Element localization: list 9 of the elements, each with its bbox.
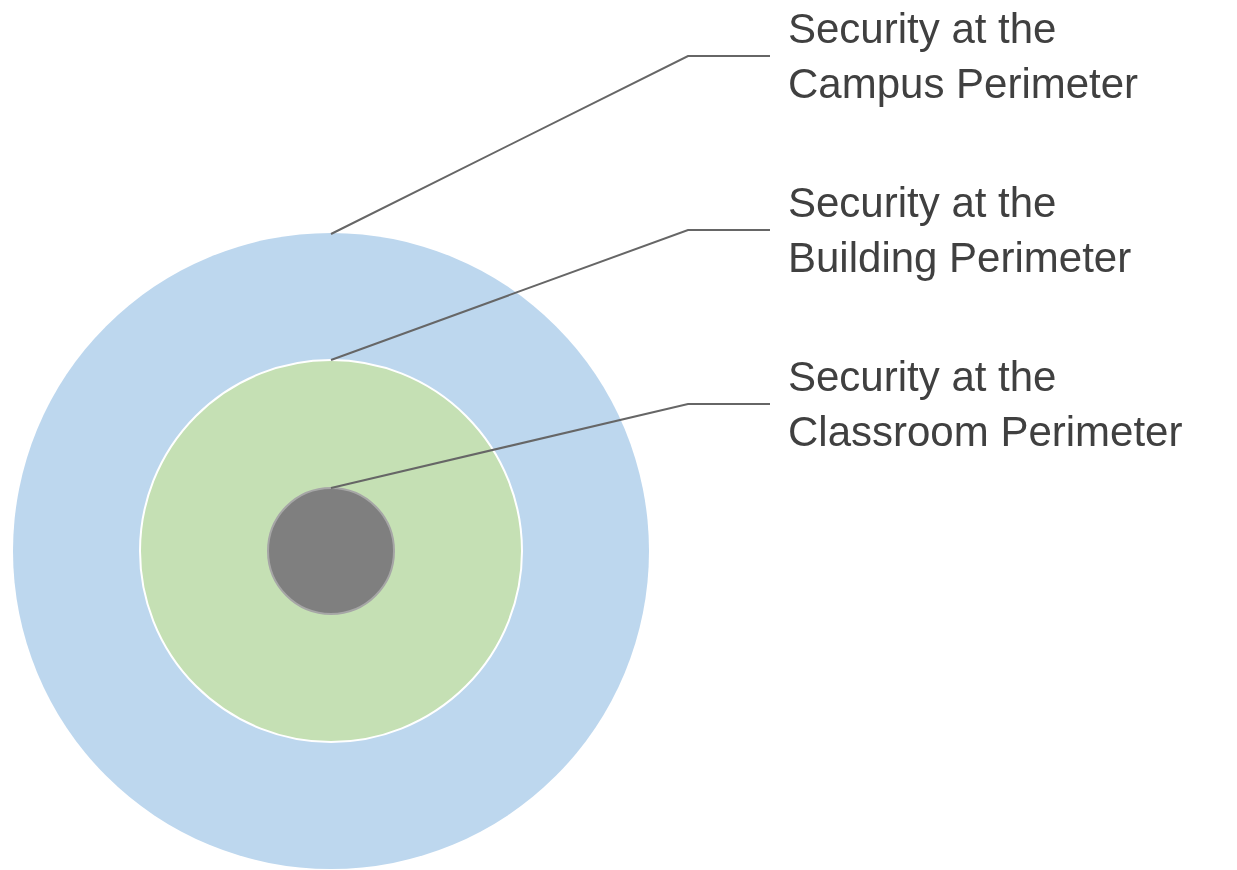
center-disc: [267, 487, 395, 615]
middle-ring: [139, 359, 523, 743]
outer-ring: [13, 233, 649, 869]
callout-label: Security at the Classroom Perimeter: [770, 349, 1198, 459]
callout-label: Security at the Building Perimeter: [770, 175, 1198, 285]
leader-line: [330, 55, 771, 235]
callout-label: Security at the Campus Perimeter: [770, 1, 1198, 111]
leader-line: [330, 229, 771, 361]
leader-line: [330, 403, 771, 489]
